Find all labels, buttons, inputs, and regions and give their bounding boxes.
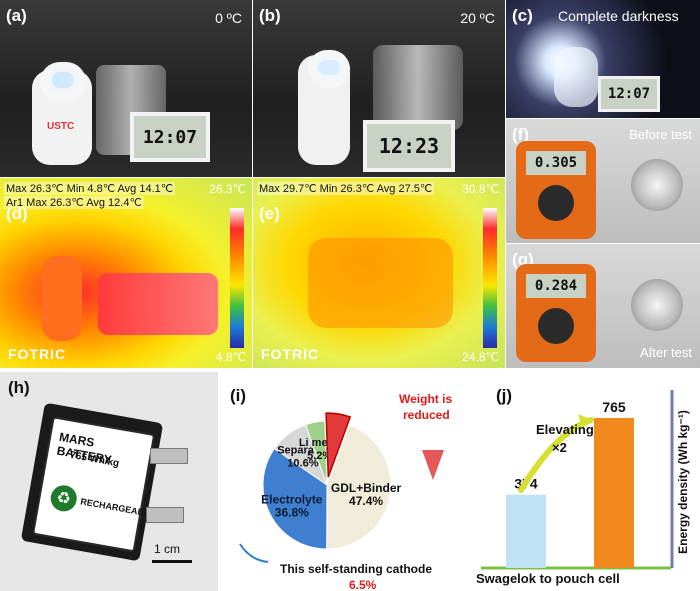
battery-bottom: RECHARGEABLE bbox=[79, 496, 157, 520]
annotation-line2: ×2 bbox=[552, 440, 567, 455]
panel-a-tag: (a) bbox=[6, 6, 27, 25]
bar-1 bbox=[594, 418, 634, 568]
brand-logo: FOTRIC bbox=[261, 346, 320, 362]
weight-reduction-arrow bbox=[422, 450, 444, 480]
weight-note-line1: Weight is bbox=[399, 392, 453, 406]
min-temp: 24.8℃ bbox=[462, 350, 499, 364]
multimeter-display: 0.284 bbox=[526, 274, 586, 298]
multimeter-reading: 0.305 bbox=[534, 155, 578, 171]
astronaut-text: USTC bbox=[47, 121, 75, 132]
panel-d-tag: (d) bbox=[6, 204, 28, 223]
clock-display: 12:07 bbox=[598, 76, 660, 112]
temperature-scale bbox=[230, 208, 244, 348]
clock-text: 12:07 bbox=[142, 126, 198, 148]
multimeter: 0.305 bbox=[516, 141, 596, 239]
thermal-readout-1: Max 26.3℃ Min 4.8℃ Avg 14.1℃ bbox=[4, 182, 176, 195]
helmet-light bbox=[52, 72, 74, 88]
bar-label-1: 765 bbox=[602, 399, 626, 415]
tab-top bbox=[150, 448, 188, 464]
panel-f-label: Before test bbox=[629, 127, 692, 142]
tab-bottom bbox=[146, 507, 184, 523]
annotation-line1: Elevating bbox=[536, 422, 594, 437]
panel-b-temp: 20 ºC bbox=[460, 10, 495, 26]
panel-a-temp: 0 ºC bbox=[215, 10, 242, 26]
swagelok-cell bbox=[631, 159, 683, 211]
astronaut-helmet bbox=[308, 50, 350, 88]
panel-e-tag: (e) bbox=[259, 204, 280, 223]
thermal-readout-1: Max 29.7℃ Min 26.3℃ Avg 27.5℃ bbox=[257, 182, 435, 195]
bar-0 bbox=[506, 494, 546, 568]
x-axis-label: Swagelok to pouch cell bbox=[476, 571, 620, 586]
astronaut-helmet bbox=[40, 62, 86, 102]
cathode-value: 6.5% bbox=[349, 578, 377, 591]
weight-note-line2: reduced bbox=[403, 408, 450, 422]
multimeter: 0.284 bbox=[516, 264, 596, 362]
pouch-label: MARS BATTERY 765 Wh/kg ♻ RECHARGEABLE bbox=[31, 416, 157, 553]
cathode-label: This self-standing cathode bbox=[280, 562, 433, 576]
min-temp: 4.8℃ bbox=[215, 350, 246, 364]
astronaut-glow bbox=[554, 47, 598, 107]
pie-slice-4 bbox=[325, 412, 352, 478]
scale-bar bbox=[152, 560, 192, 563]
panel-h-tag: (h) bbox=[8, 378, 30, 397]
panel-b: (b) 20 ºC 12:23 bbox=[253, 0, 505, 177]
temperature-scale bbox=[483, 208, 497, 348]
thermal-readout-2: Ar1 Max 26.3℃ Avg 12.4℃ bbox=[4, 196, 144, 209]
pie-slice-0 bbox=[326, 424, 392, 550]
clock-display: 12:07 bbox=[130, 112, 210, 162]
multimeter-display: 0.305 bbox=[526, 151, 586, 175]
panel-d: (d) Max 26.3℃ Min 4.8℃ Avg 14.1℃ Ar1 Max… bbox=[0, 178, 252, 368]
panel-c-title: Complete darkness bbox=[558, 8, 679, 24]
recycle-icon: ♻ bbox=[48, 483, 79, 514]
panel-b-tag: (b) bbox=[259, 6, 281, 25]
warm-region bbox=[308, 238, 453, 328]
y-axis-label: Energy density (Wh kg⁻¹) bbox=[676, 410, 690, 554]
multimeter-reading: 0.284 bbox=[534, 278, 578, 294]
multimeter-dial bbox=[538, 308, 574, 344]
battery-rig bbox=[373, 45, 463, 130]
panel-c-tag: (c) bbox=[512, 6, 533, 25]
panel-i-tag: (i) bbox=[230, 386, 247, 405]
panel-j-tag: (j) bbox=[496, 386, 513, 405]
pie-slice-3 bbox=[305, 420, 328, 486]
multimeter-dial bbox=[538, 185, 574, 221]
panel-h: (h) MARS BATTERY 765 Wh/kg ♻ RECHARGEABL… bbox=[0, 372, 218, 591]
panel-g: (g) 0.284 After test bbox=[506, 244, 700, 368]
hot-object bbox=[98, 273, 218, 335]
elevating-arrow-head bbox=[578, 414, 592, 428]
panel-e: (e) Max 29.7℃ Min 26.3℃ Avg 27.5℃ 30.8℃ … bbox=[253, 178, 505, 368]
brand-logo: FOTRIC bbox=[8, 346, 67, 362]
pie-slice-1 bbox=[262, 447, 328, 550]
panel-c: (c) Complete darkness 12:07 bbox=[506, 0, 700, 118]
panel-a: (a) 0 ºC USTC 12:07 bbox=[0, 0, 252, 177]
clock-display: 12:23 bbox=[363, 120, 455, 172]
helmet-light bbox=[318, 60, 340, 75]
panel-f: (f) Before test 0.305 bbox=[506, 119, 700, 243]
scale-label: 1 cm bbox=[154, 542, 181, 556]
max-temp: 26.3℃ bbox=[209, 182, 246, 196]
astronaut-thermal bbox=[42, 256, 82, 341]
clock-text: 12:23 bbox=[378, 134, 440, 158]
pouch-cell: MARS BATTERY 765 Wh/kg ♻ RECHARGEABLE bbox=[20, 402, 164, 562]
clock-text: 12:07 bbox=[607, 86, 651, 102]
panel-f-tag: (f) bbox=[512, 125, 529, 144]
panel-g-label: After test bbox=[639, 345, 692, 360]
max-temp: 30.8℃ bbox=[462, 182, 499, 196]
blue-arrow bbox=[239, 543, 269, 563]
swagelok-cell bbox=[631, 279, 683, 331]
